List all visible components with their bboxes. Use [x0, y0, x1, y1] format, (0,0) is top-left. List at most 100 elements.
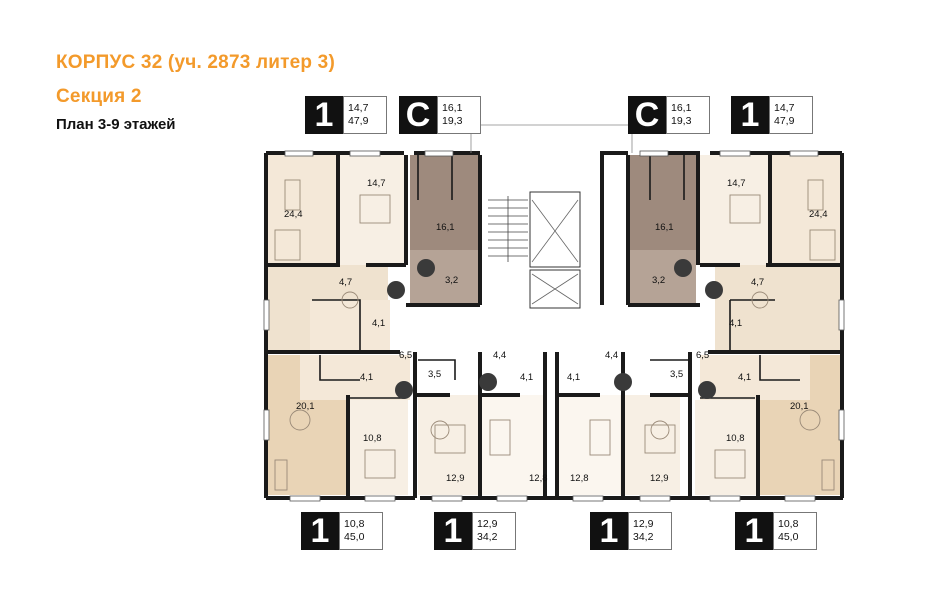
risers — [387, 259, 723, 399]
living-area: 16,1 — [671, 102, 692, 114]
room-area: 10,8 — [363, 433, 382, 444]
apartment-type-badge[interactable]: 1 10,8 45,0 — [735, 512, 817, 550]
room-area: 14,7 — [367, 178, 386, 189]
total-area: 47,9 — [774, 115, 795, 127]
room-fills — [268, 155, 840, 495]
area-values: 12,9 34,2 — [472, 512, 516, 550]
bedroom-fill — [340, 155, 405, 265]
area-values: 10,8 45,0 — [339, 512, 383, 550]
room-area: 24,4 — [284, 209, 303, 220]
riser-dot — [698, 381, 716, 399]
section-title: Секция 2 — [56, 86, 142, 107]
apartment-type-badge[interactable]: 1 14,7 47,9 — [305, 96, 387, 134]
room-count: 1 — [735, 512, 773, 550]
room-area: 4,7 — [339, 277, 352, 288]
internal-partitions — [312, 155, 800, 399]
room-area: 3,5 — [428, 369, 441, 380]
living-area: 12,9 — [633, 518, 654, 530]
room-count: С — [628, 96, 666, 134]
apartment-type-badge[interactable]: 1 12,9 34,2 — [590, 512, 672, 550]
bottom-kitchen-2-fill — [482, 395, 544, 495]
apartment-type-badge[interactable]: 1 10,8 45,0 — [301, 512, 383, 550]
room-area: 20,1 — [790, 401, 809, 412]
riser-dot — [674, 259, 692, 277]
room-area: 4,1 — [520, 372, 533, 383]
area-values: 16,1 19,3 — [666, 96, 710, 134]
room-area: 16,1 — [436, 222, 455, 233]
room-area: 12,9 — [650, 473, 669, 484]
apartment-type-badge[interactable]: С 16,1 19,3 — [628, 96, 710, 134]
apartment-type-badge[interactable]: С 16,1 19,3 — [399, 96, 481, 134]
living-room-fill — [268, 155, 340, 265]
riser-dot — [479, 373, 497, 391]
room-area: 14,7 — [727, 178, 746, 189]
room-area: 12,8 — [529, 473, 548, 484]
bottom-kitchen-3-fill — [558, 395, 620, 495]
room-area: 4,1 — [738, 372, 751, 383]
living-area: 12,9 — [477, 518, 498, 530]
bottom-hall-right-fill — [700, 355, 810, 400]
studio-left-lower-fill — [410, 250, 478, 305]
total-area: 45,0 — [778, 531, 799, 543]
bottom-bed-3-fill — [620, 395, 680, 495]
total-area: 34,2 — [477, 531, 498, 543]
area-values: 14,7 47,9 — [769, 96, 813, 134]
room-area: 10,8 — [726, 433, 745, 444]
area-values: 16,1 19,3 — [437, 96, 481, 134]
riser-dot — [387, 281, 405, 299]
room-labels: 24,4 14,7 16,1 3,2 4,7 4,1 16,1 3,2 14,7… — [284, 178, 828, 484]
staircase — [488, 196, 579, 305]
room-area: 3,5 — [670, 369, 683, 380]
total-area: 47,9 — [348, 115, 369, 127]
total-area: 34,2 — [633, 531, 654, 543]
floor-plan-subtitle: План 3-9 этажей — [56, 116, 176, 133]
apartment-type-badge[interactable]: 1 12,9 34,2 — [434, 512, 516, 550]
room-count: С — [399, 96, 437, 134]
building-title: КОРПУС 32 (уч. 2873 литер 3) — [56, 52, 335, 73]
room-area: 4,7 — [751, 277, 764, 288]
bottom-hall-left-fill — [300, 355, 410, 400]
room-area: 4,1 — [567, 372, 580, 383]
room-area: 6,5 — [399, 350, 412, 361]
room-count: 1 — [731, 96, 769, 134]
furniture — [274, 179, 836, 491]
hall-right-fill — [715, 265, 840, 350]
total-area: 45,0 — [344, 531, 365, 543]
bottom-bedroom-left-fill — [348, 400, 408, 495]
area-values: 10,8 45,0 — [773, 512, 817, 550]
room-area: 3,2 — [652, 275, 665, 286]
living-area: 16,1 — [442, 102, 463, 114]
living-area: 10,8 — [778, 518, 799, 530]
room-area: 4,1 — [729, 318, 742, 329]
living-area: 10,8 — [344, 518, 365, 530]
living-right-fill — [768, 155, 840, 265]
total-area: 19,3 — [671, 115, 692, 127]
room-area: 3,2 — [445, 275, 458, 286]
room-area: 4,4 — [605, 350, 618, 361]
windows — [263, 150, 845, 502]
room-area: 12,8 — [570, 473, 589, 484]
riser-dot — [614, 373, 632, 391]
total-area: 19,3 — [442, 115, 463, 127]
room-area: 20,1 — [296, 401, 315, 412]
area-values: 12,9 34,2 — [628, 512, 672, 550]
living-area: 14,7 — [774, 102, 795, 114]
room-count: 1 — [301, 512, 339, 550]
bottom-bed-2-fill — [418, 395, 478, 495]
room-count: 1 — [434, 512, 472, 550]
room-area: 12,9 — [446, 473, 465, 484]
apartment-type-badge[interactable]: 1 14,7 47,9 — [731, 96, 813, 134]
room-area: 4,1 — [360, 372, 373, 383]
leader-lines — [470, 124, 633, 153]
riser-dot — [417, 259, 435, 277]
room-area: 4,1 — [372, 318, 385, 329]
elevator-shaft-1 — [529, 191, 581, 268]
room-area: 6,5 — [696, 350, 709, 361]
room-area: 4,4 — [493, 350, 506, 361]
room-count: 1 — [590, 512, 628, 550]
room-area: 16,1 — [655, 222, 674, 233]
room-count: 1 — [305, 96, 343, 134]
bottom-bedroom-right-fill — [695, 400, 757, 495]
area-values: 14,7 47,9 — [343, 96, 387, 134]
